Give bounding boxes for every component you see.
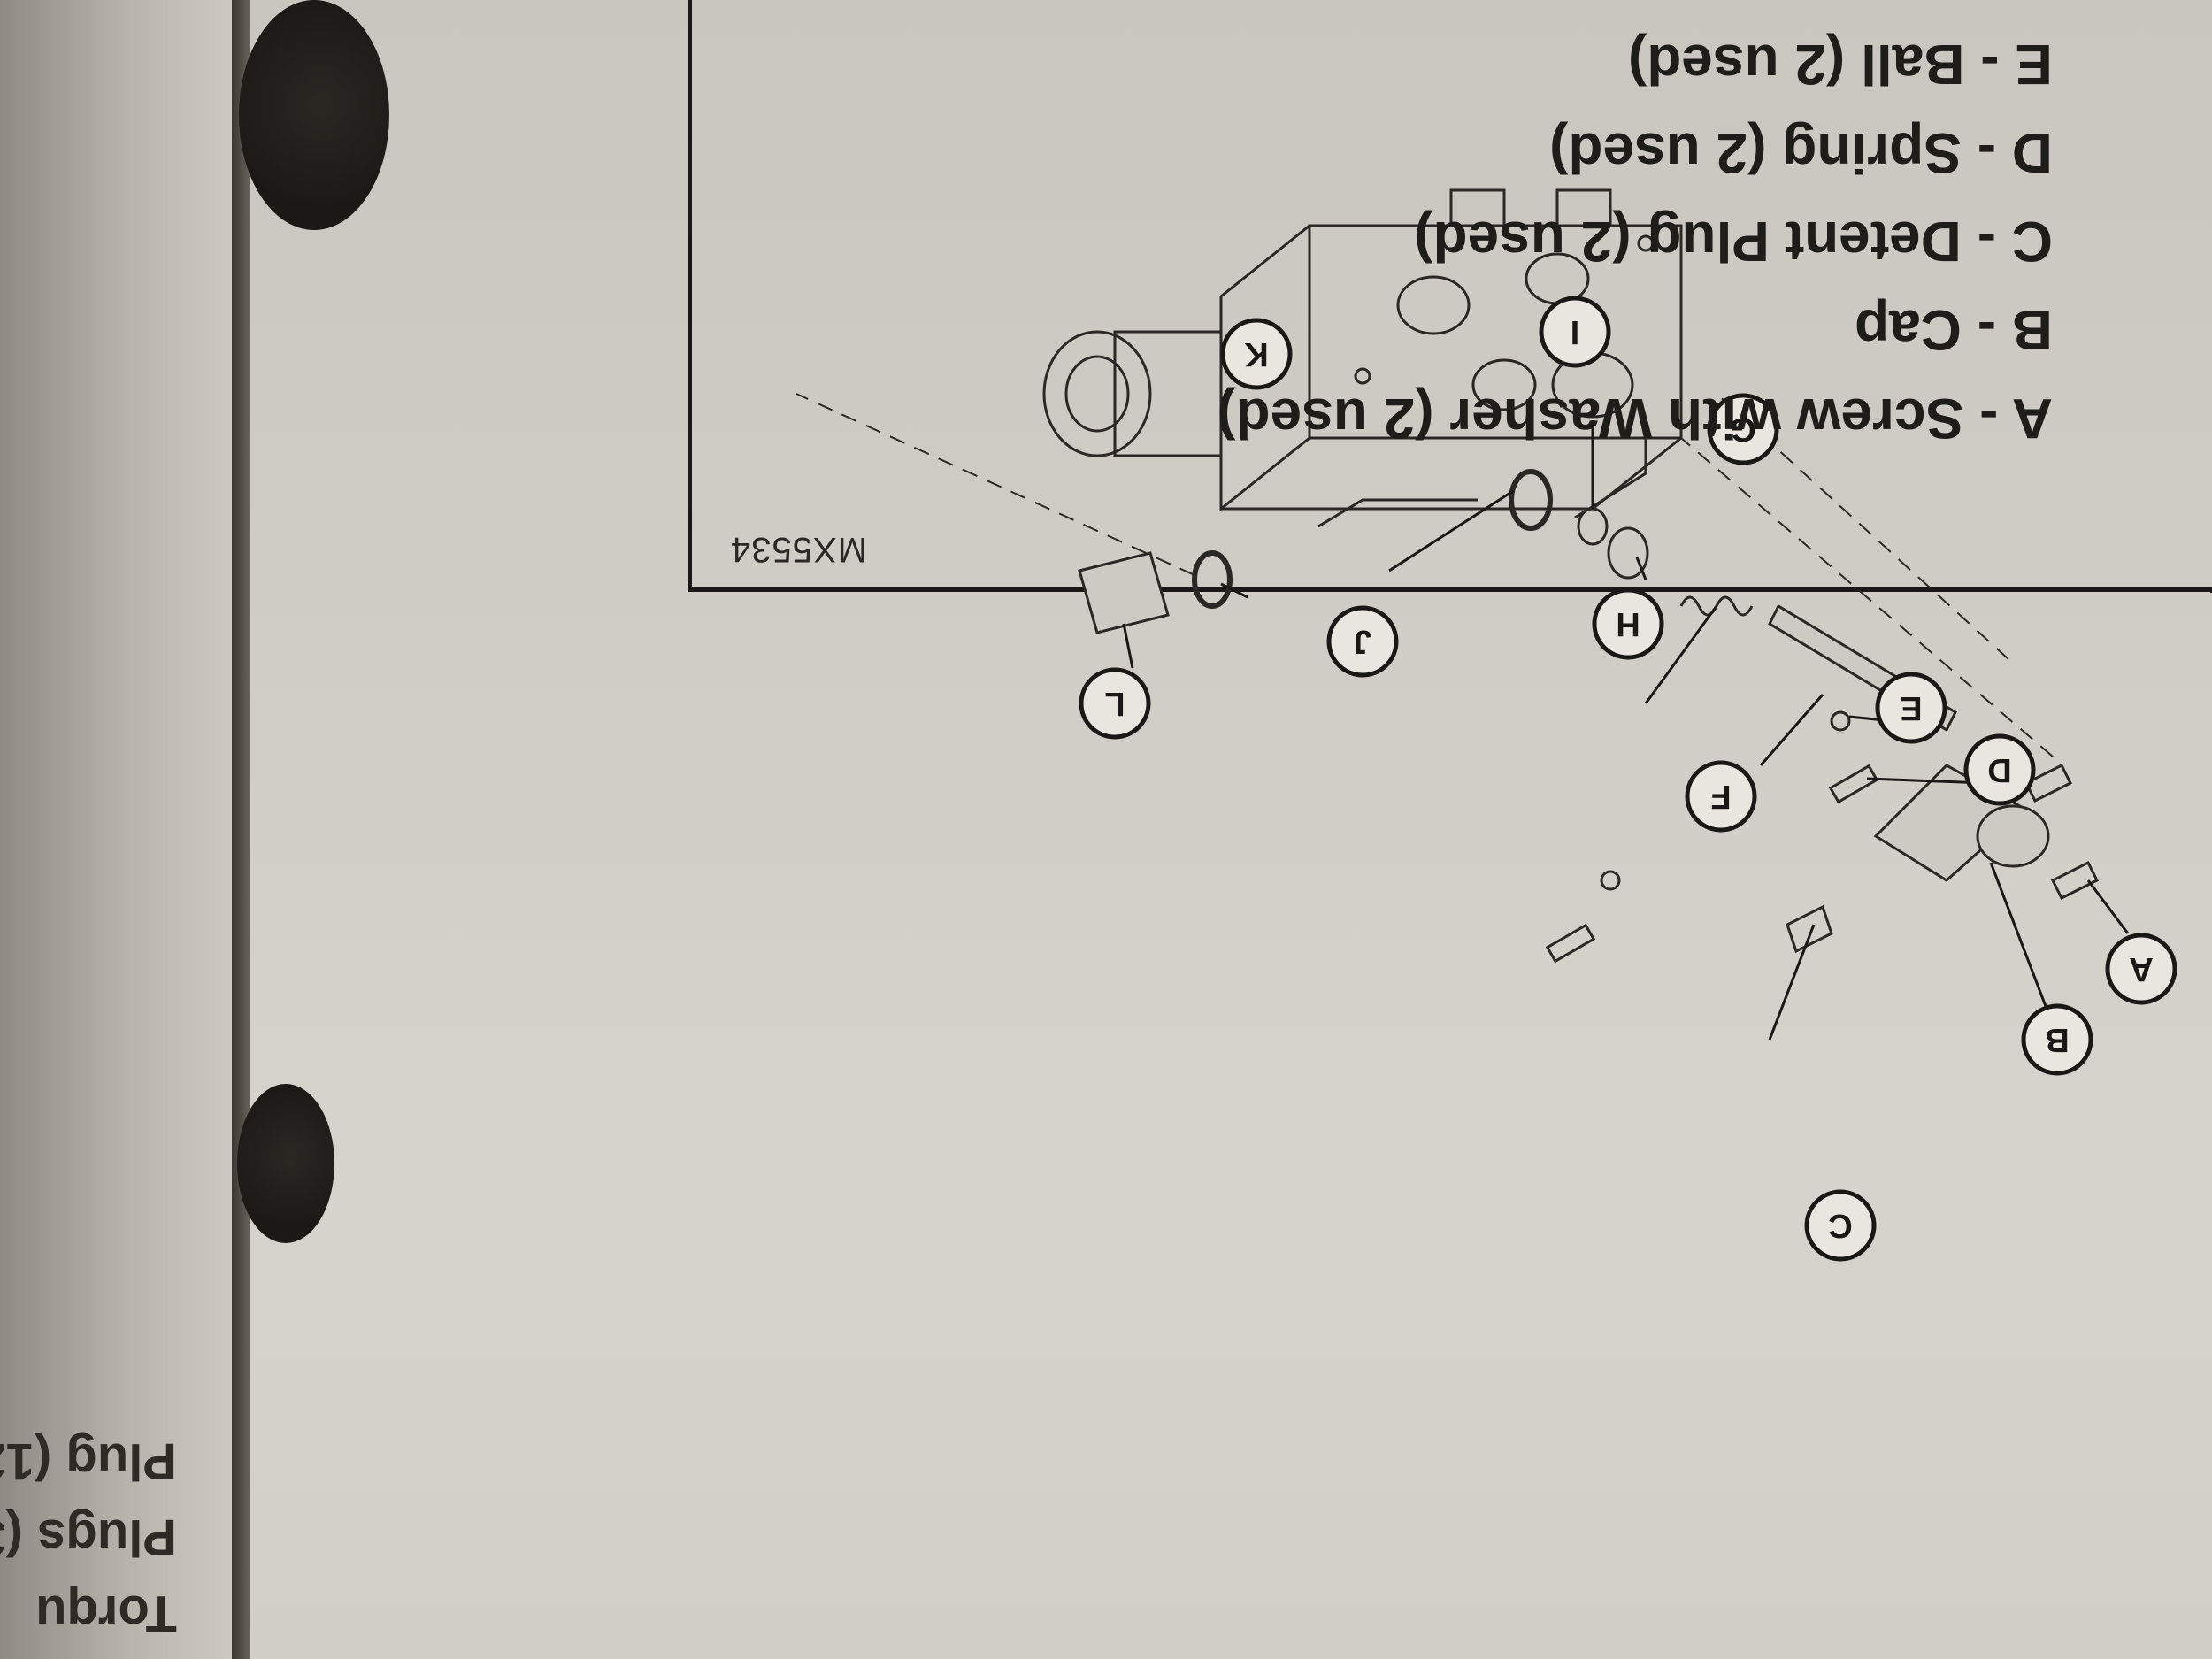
exploded-view-figure: A B C D E — [688, 0, 2212, 1262]
svg-text:H: H — [1616, 605, 1640, 642]
book-gutter — [232, 0, 251, 1659]
svg-text:F: F — [1710, 778, 1731, 815]
parts-legend: A - Screw with Washer (2 used) B - Cap C… — [1217, 20, 2053, 463]
callout-g: G — [1707, 393, 1779, 465]
svg-text:E: E — [1900, 689, 1922, 726]
ball-part — [1600, 870, 1621, 891]
callout-f: F — [1685, 760, 1757, 833]
left-text-line: Plugs (3) — [0, 1509, 177, 1566]
callout-a: A — [2105, 933, 2177, 1005]
svg-text:J: J — [1353, 623, 1371, 660]
plug-part — [1078, 551, 1170, 634]
left-text-line: Plug (12) — [0, 1432, 177, 1490]
callout-k: K — [1220, 318, 1293, 390]
legend-item: E - Ball (2 used) — [1627, 33, 2053, 96]
callout-l: L — [1079, 667, 1151, 740]
o-ring-part — [1509, 469, 1553, 531]
detent-plug-part — [1786, 904, 1833, 954]
callout-i: I — [1539, 296, 1611, 368]
legend-item: C - Detent Plug (2 used) — [1414, 210, 2053, 273]
svg-text:D: D — [1987, 751, 2011, 788]
legend-item: D - Spring (2 used) — [1549, 121, 2053, 185]
rotated-page-content: A B C D E — [250, 0, 2212, 1659]
svg-text:L: L — [1104, 685, 1125, 722]
callout-c: C — [1804, 1189, 1877, 1262]
svg-text:C: C — [1828, 1207, 1852, 1244]
o-ring-part — [1192, 550, 1233, 609]
svg-text:A: A — [2129, 950, 2153, 987]
callout-e: E — [1875, 672, 1947, 744]
ball-part — [1830, 710, 1851, 732]
left-page: Torqu Plugs (3) Plug (12) — [0, 0, 239, 1659]
left-text-line: Torqu — [35, 1585, 177, 1642]
callout-d: D — [1963, 733, 2036, 806]
screw-part — [2050, 860, 2100, 901]
spring-part — [1828, 764, 1879, 804]
svg-text:B: B — [2045, 1021, 2069, 1058]
nut-part — [1577, 507, 1609, 546]
figure-id-label: MX5534 — [730, 530, 867, 569]
svg-text:K: K — [1244, 335, 1269, 373]
callout-b: B — [2021, 1003, 2093, 1076]
binder-hole — [237, 1084, 334, 1243]
callout-j: J — [1326, 605, 1399, 678]
manual-page: A B C D E — [250, 0, 2212, 1659]
binder-hole — [239, 0, 389, 230]
spring-part — [1545, 923, 1596, 964]
legend-item: B - Cap — [1855, 298, 2053, 362]
callouts: A B C D E — [1079, 296, 2177, 1262]
left-page-text: Torqu Plugs (3) Plug (12) — [0, 0, 239, 1659]
callout-leaders — [1122, 420, 2130, 1041]
callout-h: H — [1592, 588, 1664, 660]
washer-part — [1607, 526, 1649, 580]
legend-item: A - Screw with Washer (2 used) — [1217, 387, 2053, 450]
svg-text:G: G — [1730, 411, 1756, 448]
svg-text:I: I — [1571, 313, 1580, 350]
